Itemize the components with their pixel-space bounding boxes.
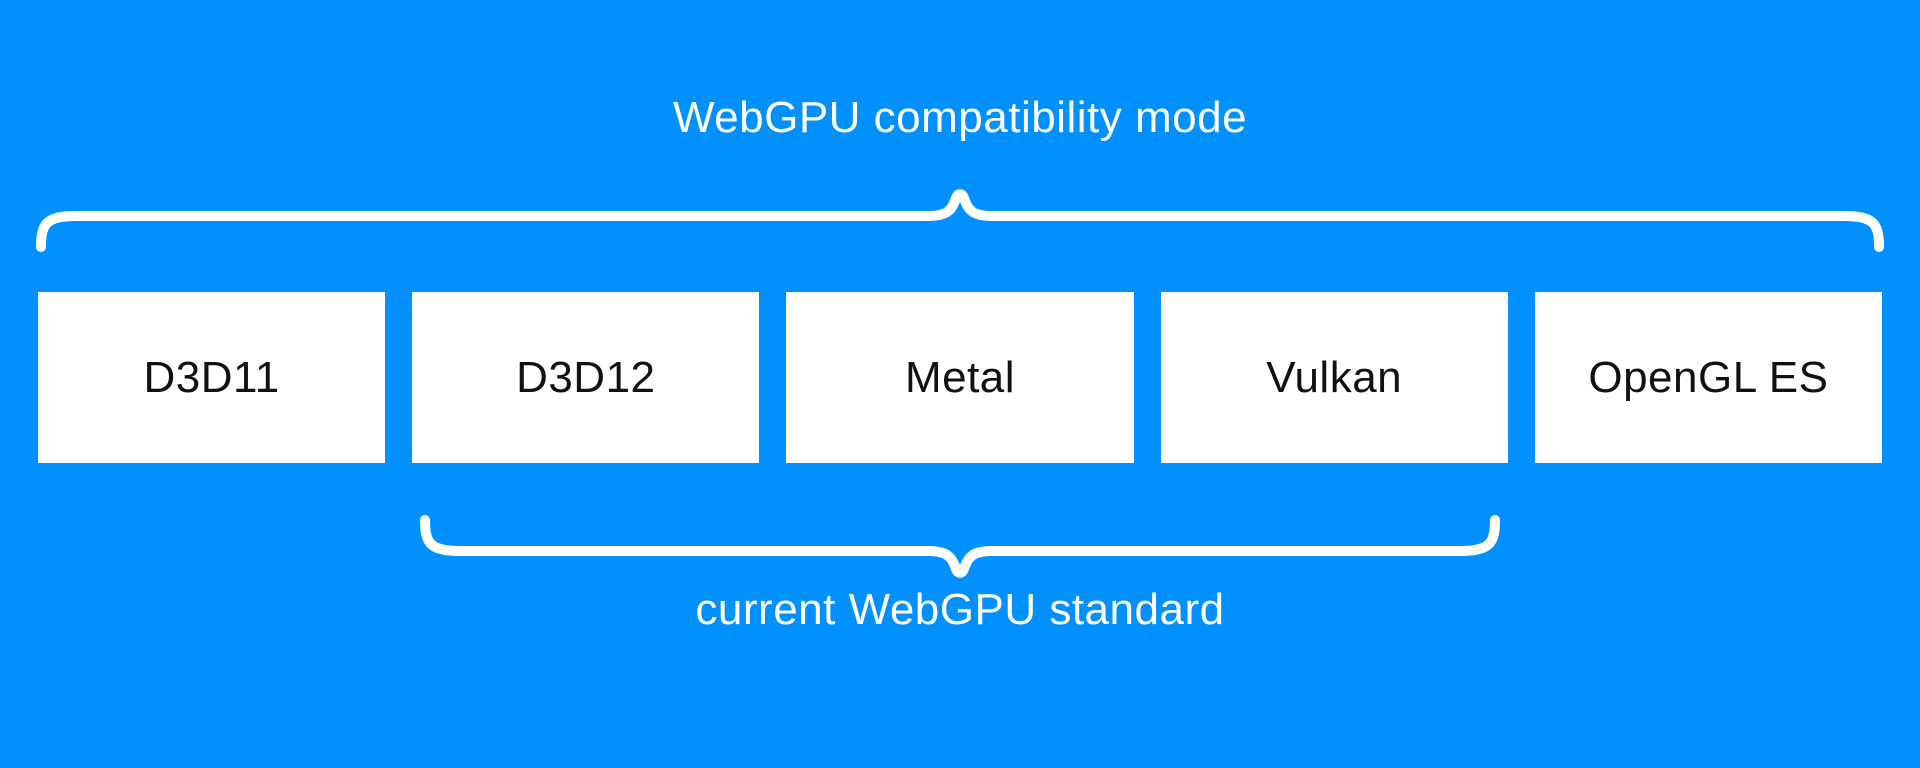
api-box-label: D3D12 xyxy=(516,352,656,402)
api-box-label: D3D11 xyxy=(143,352,280,402)
top-brace-path xyxy=(36,189,1884,252)
bottom-brace-path xyxy=(420,515,1500,578)
top-caption: WebGPU compatibility mode xyxy=(672,93,1248,142)
api-box-vulkan: Vulkan xyxy=(1160,292,1508,463)
api-box-label: OpenGL ES xyxy=(1588,352,1829,402)
bottom-brace-icon xyxy=(420,515,1500,578)
api-box-metal: Metal xyxy=(786,292,1134,463)
api-box-row: D3D11 D3D12 Metal Vulkan OpenGL ES xyxy=(38,292,1883,463)
api-box-label: Metal xyxy=(904,352,1016,402)
api-box-opengl-es: OpenGL ES xyxy=(1534,292,1883,463)
api-box-d3d12: D3D12 xyxy=(412,292,760,463)
api-box-label: Vulkan xyxy=(1266,352,1403,402)
bottom-caption: current WebGPU standard xyxy=(695,585,1225,634)
api-box-d3d11: D3D11 xyxy=(38,292,386,463)
top-brace-icon xyxy=(36,189,1884,252)
